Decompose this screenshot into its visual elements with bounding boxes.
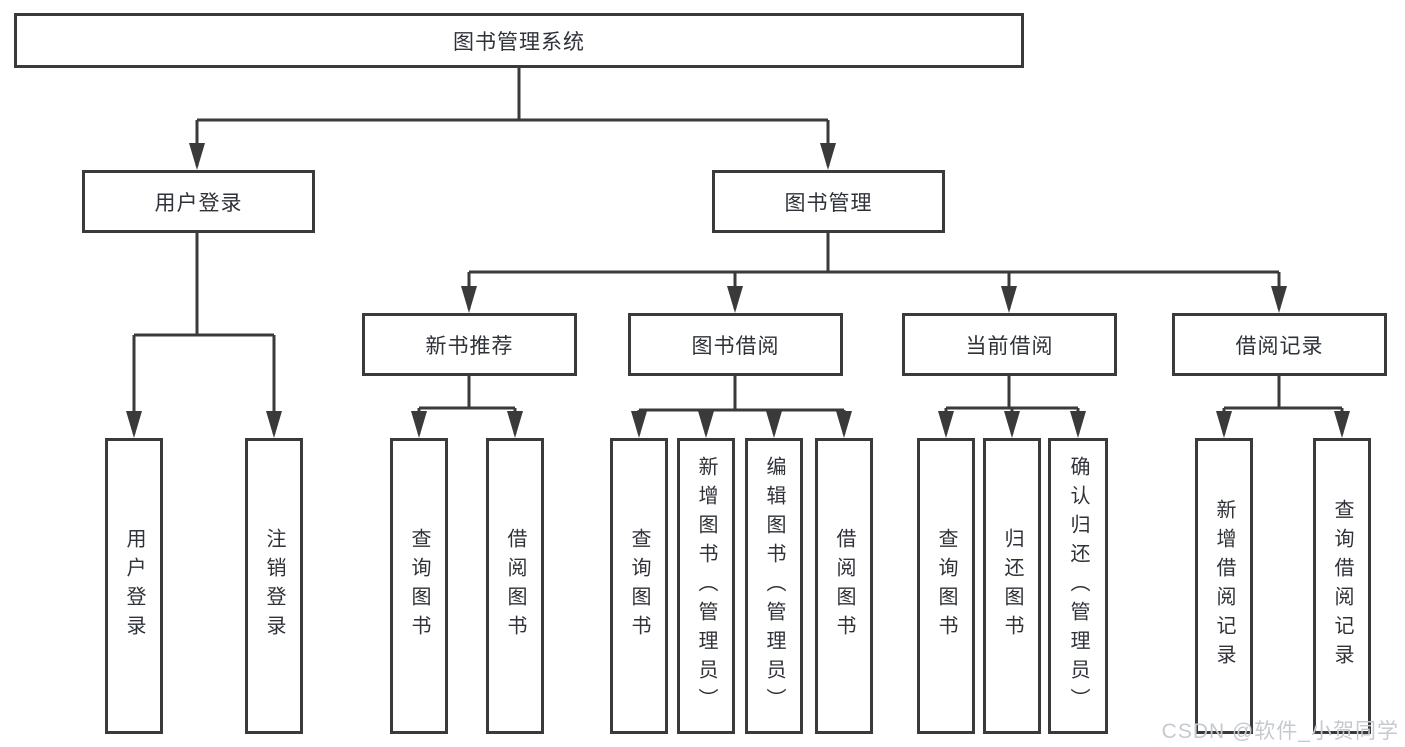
node-label: 新增借阅记录 — [1213, 499, 1235, 673]
node-label: 查询图书 — [408, 528, 430, 644]
node-label: 新书推荐 — [425, 334, 514, 358]
arrow-head — [1001, 286, 1017, 313]
node-label: 用户登录 — [154, 191, 243, 215]
node-borrow-records: 借阅记录 — [1172, 313, 1387, 376]
arrow-head — [189, 143, 205, 170]
node-label: 查询图书 — [628, 528, 650, 644]
node-library-management-system: 图书管理系统 — [14, 13, 1024, 68]
node-book-borrow: 图书借阅 — [628, 313, 843, 376]
arrow-head — [1070, 411, 1086, 438]
arrow-head — [820, 143, 836, 170]
arrow-head — [836, 411, 852, 438]
node-label: 编辑图书（管理员） — [763, 455, 785, 717]
node-label: 借阅图书 — [833, 528, 855, 644]
connector-book-management-to-children — [461, 233, 1287, 313]
connector-user-login-to-children — [126, 233, 282, 438]
node-label: 查询图书 — [935, 528, 957, 644]
node-label: 图书管理 — [784, 191, 873, 215]
node-label: 确认归还（管理员） — [1067, 455, 1089, 717]
arrow-head — [727, 286, 743, 313]
node-label: 借阅记录 — [1235, 334, 1324, 358]
node-book-management: 图书管理 — [712, 170, 945, 233]
arrow-head — [631, 411, 647, 438]
arrow-head — [507, 411, 523, 438]
node-label: 用户登录 — [123, 528, 145, 644]
arrow-head — [126, 411, 142, 438]
node-label: 注销登录 — [263, 528, 285, 644]
connector-borrow-records-to-children — [1216, 376, 1350, 438]
connector-root-to-children — [189, 68, 836, 170]
arrow-head — [1216, 411, 1232, 438]
arrow-head — [938, 411, 954, 438]
arrow-head — [1004, 411, 1020, 438]
node-label: 归还图书 — [1001, 528, 1023, 644]
leaf-borrow-borrow-books: 借阅图书 — [815, 438, 873, 734]
csdn-watermark: CSDN @软件_小贺同学 — [1161, 720, 1399, 743]
node-user-login: 用户登录 — [82, 170, 315, 233]
leaf-current-confirm-return-admin: 确认归还（管理员） — [1048, 438, 1108, 734]
node-label: 借阅图书 — [504, 528, 526, 644]
leaf-records-query-borrow-record: 查询借阅记录 — [1313, 438, 1371, 734]
node-new-book-recommend: 新书推荐 — [362, 313, 577, 376]
leaf-borrow-edit-books-admin: 编辑图书（管理员） — [745, 438, 803, 734]
node-label: 查询借阅记录 — [1331, 499, 1353, 673]
connector-new-book-recommend-to-children — [411, 376, 523, 438]
arrow-head — [1334, 411, 1350, 438]
leaf-current-return-books: 归还图书 — [983, 438, 1041, 734]
leaf-recommend-query-books: 查询图书 — [390, 438, 448, 734]
leaf-records-add-borrow-record: 新增借阅记录 — [1195, 438, 1253, 734]
leaf-logout-login: 注销登录 — [245, 438, 303, 734]
node-current-borrow: 当前借阅 — [902, 313, 1117, 376]
leaf-current-query-books: 查询图书 — [917, 438, 975, 734]
arrow-head — [1271, 286, 1287, 313]
connector-book-borrow-to-children — [631, 376, 852, 438]
arrow-head — [411, 411, 427, 438]
connector-current-borrow-to-children — [938, 376, 1086, 438]
node-label: 当前借阅 — [965, 334, 1054, 358]
leaf-user-login: 用户登录 — [105, 438, 163, 734]
node-label: 图书借阅 — [691, 334, 780, 358]
leaf-recommend-borrow-books: 借阅图书 — [486, 438, 544, 734]
node-label: 图书管理系统 — [453, 30, 585, 54]
leaf-borrow-add-books-admin: 新增图书（管理员） — [677, 438, 735, 734]
node-label: 新增图书（管理员） — [695, 455, 717, 717]
leaf-borrow-query-books: 查询图书 — [610, 438, 668, 734]
arrow-head — [461, 286, 477, 313]
arrow-head — [698, 411, 714, 438]
arrow-head — [766, 411, 782, 438]
arrow-head — [266, 411, 282, 438]
